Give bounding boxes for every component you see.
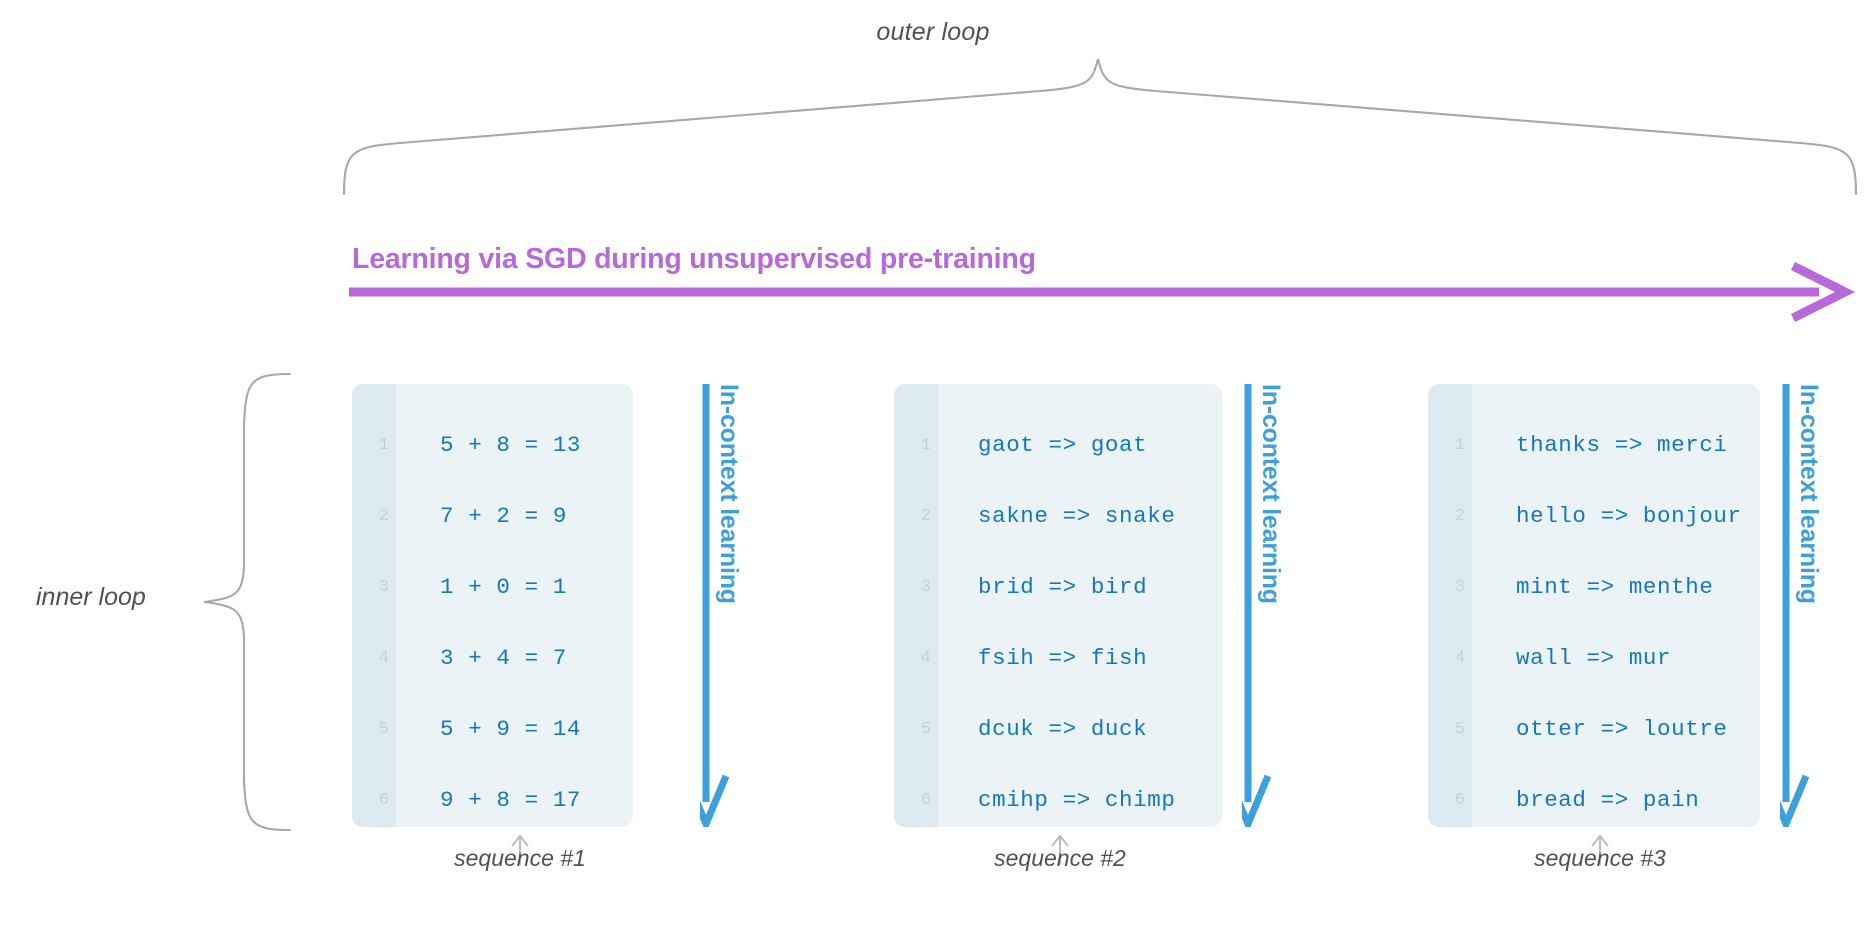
line-number: 1: [1454, 436, 1465, 455]
line-number: 1: [378, 436, 389, 455]
sequence-group-1: 1 5 + 8 = 13 2 7 + 2 = 9 3 1 + 0 = 1 4 3…: [352, 384, 633, 827]
line-number: 3: [920, 578, 931, 597]
code-line: 2 hello => bonjour: [1428, 481, 1760, 552]
line-number: 2: [378, 507, 389, 526]
line-text: hello => bonjour: [1516, 503, 1742, 529]
line-text: cmihp => chimp: [978, 787, 1176, 813]
line-number: 4: [378, 649, 389, 668]
code-line: 4 fsih => fish: [894, 623, 1222, 694]
line-number: 6: [378, 791, 389, 810]
code-line: 5 5 + 9 = 14: [352, 694, 633, 765]
line-number: 4: [920, 649, 931, 668]
code-line: 4 3 + 4 = 7: [352, 623, 633, 694]
line-number-gutter: [1428, 384, 1472, 827]
line-number: 3: [1454, 578, 1465, 597]
code-line: 4 wall => mur: [1428, 623, 1760, 694]
line-text: thanks => merci: [1516, 432, 1728, 458]
code-line: 5 dcuk => duck: [894, 694, 1222, 765]
code-lines-3: 1 thanks => merci 2 hello => bonjour 3 m…: [1428, 384, 1760, 827]
code-line: 3 1 + 0 = 1: [352, 552, 633, 623]
in-context-learning-arrow-1: In-context learning: [700, 384, 770, 827]
line-number: 2: [920, 507, 931, 526]
outer-loop-label: outer loop: [876, 18, 990, 46]
code-line: 1 thanks => merci: [1428, 410, 1760, 481]
sequence-2-caption: sequence #2: [994, 845, 1126, 871]
sgd-arrow-icon: [349, 262, 1856, 322]
line-text: otter => loutre: [1516, 716, 1728, 742]
sequence-1-caption: sequence #1: [454, 845, 586, 871]
code-line: 6 cmihp => chimp: [894, 765, 1222, 827]
code-line: 5 otter => loutre: [1428, 694, 1760, 765]
line-number: 5: [920, 720, 931, 739]
line-number: 5: [378, 720, 389, 739]
code-lines-1: 1 5 + 8 = 13 2 7 + 2 = 9 3 1 + 0 = 1 4 3…: [352, 384, 633, 827]
line-number: 4: [1454, 649, 1465, 668]
sequence-3-caption: sequence #3: [1534, 845, 1666, 871]
sgd-title: Learning via SGD during unsupervised pre…: [352, 243, 1036, 275]
line-number: 6: [920, 791, 931, 810]
code-box-2: 1 gaot => goat 2 sakne => snake 3 brid =…: [894, 384, 1222, 827]
line-text: gaot => goat: [978, 432, 1148, 458]
inner-loop-brace-icon: [203, 372, 292, 832]
line-text: 3 + 4 = 7: [440, 645, 567, 671]
line-number-gutter: [352, 384, 396, 827]
sequence-group-2: 1 gaot => goat 2 sakne => snake 3 brid =…: [894, 384, 1222, 827]
line-text: 9 + 8 = 17: [440, 787, 582, 813]
line-text: brid => bird: [978, 574, 1148, 600]
code-lines-2: 1 gaot => goat 2 sakne => snake 3 brid =…: [894, 384, 1222, 827]
in-context-learning-arrow-3: In-context learning: [1780, 384, 1850, 827]
line-text: sakne => snake: [978, 503, 1176, 529]
code-line: 6 9 + 8 = 17: [352, 765, 633, 827]
inner-loop-label: inner loop: [36, 583, 146, 611]
outer-loop-brace-icon: [342, 58, 1858, 195]
code-line: 1 gaot => goat: [894, 410, 1222, 481]
line-number: 2: [1454, 507, 1465, 526]
code-line: 1 5 + 8 = 13: [352, 410, 633, 481]
line-number: 1: [920, 436, 931, 455]
in-context-learning-label: In-context learning: [1795, 384, 1823, 604]
line-text: fsih => fish: [978, 645, 1148, 671]
line-text: dcuk => duck: [978, 716, 1148, 742]
in-context-learning-arrow-2: In-context learning: [1242, 384, 1312, 827]
line-text: 5 + 9 = 14: [440, 716, 582, 742]
in-context-learning-label: In-context learning: [1257, 384, 1285, 604]
sequence-group-3: 1 thanks => merci 2 hello => bonjour 3 m…: [1428, 384, 1760, 827]
code-line: 2 sakne => snake: [894, 481, 1222, 552]
code-box-1: 1 5 + 8 = 13 2 7 + 2 = 9 3 1 + 0 = 1 4 3…: [352, 384, 633, 827]
down-arrow-icon: [1780, 384, 1810, 827]
line-text: 7 + 2 = 9: [440, 503, 567, 529]
line-number-gutter: [894, 384, 938, 827]
code-line: 6 bread => pain: [1428, 765, 1760, 827]
line-text: wall => mur: [1516, 645, 1672, 671]
line-text: mint => menthe: [1516, 574, 1714, 600]
code-box-3: 1 thanks => merci 2 hello => bonjour 3 m…: [1428, 384, 1760, 827]
down-arrow-icon: [1242, 384, 1272, 827]
line-text: 5 + 8 = 13: [440, 432, 582, 458]
line-number: 6: [1454, 791, 1465, 810]
code-line: 3 brid => bird: [894, 552, 1222, 623]
line-number: 3: [378, 578, 389, 597]
code-line: 3 mint => menthe: [1428, 552, 1760, 623]
in-context-learning-label: In-context learning: [715, 384, 743, 604]
line-number: 5: [1454, 720, 1465, 739]
line-text: 1 + 0 = 1: [440, 574, 567, 600]
line-text: bread => pain: [1516, 787, 1700, 813]
down-arrow-icon: [700, 384, 730, 827]
code-line: 2 7 + 2 = 9: [352, 481, 633, 552]
